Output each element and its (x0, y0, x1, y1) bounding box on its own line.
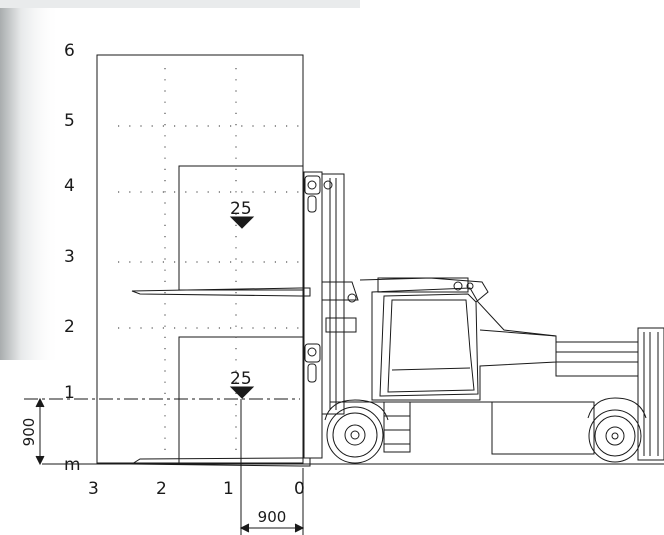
y-tick-1: 1 (64, 383, 75, 403)
x-tick-2: 2 (156, 479, 167, 499)
y-tick-6: 6 (64, 41, 75, 61)
upper-load-marker (229, 216, 255, 229)
lower-load-center-label: 25 (230, 369, 252, 389)
upper-load-center-label: 25 (230, 199, 252, 219)
y-tick-2: 2 (64, 317, 75, 337)
x-tick-0: 0 (294, 479, 305, 499)
forks (130, 287, 311, 467)
y-tick-5: 5 (64, 111, 75, 131)
y-tick-3: 3 (64, 247, 75, 267)
rear-body (330, 327, 664, 461)
dimension-vertical (24, 397, 300, 466)
y-tick-4: 4 (64, 176, 75, 196)
dimension-horizontal (239, 399, 305, 535)
lower-load-marker (229, 386, 255, 399)
rear-wheel (587, 397, 647, 463)
step-ladder (383, 401, 411, 453)
vertical-dimension-label: 900 (20, 418, 38, 447)
grid-dots (118, 68, 300, 460)
horizontal-dimension-label: 900 (258, 508, 287, 526)
mast (303, 171, 359, 459)
x-tick-3: 3 (88, 479, 99, 499)
cab (359, 277, 557, 401)
y-axis-ticks: 6 5 4 3 2 1 m (64, 41, 81, 475)
upper-load-box (178, 165, 304, 291)
y-axis-unit: m (64, 455, 81, 475)
load-chart-frame (96, 54, 304, 464)
front-wheel (324, 399, 389, 464)
x-tick-1: 1 (223, 479, 234, 499)
x-axis-ticks: 3 2 1 0 (88, 479, 305, 499)
